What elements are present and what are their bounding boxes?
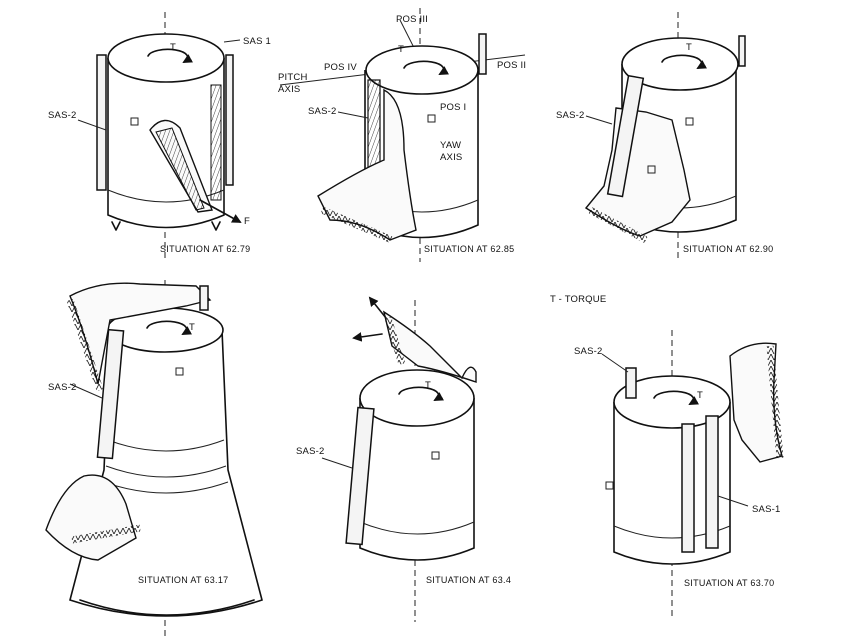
sas1-leader — [717, 495, 749, 507]
torque-arrow — [146, 320, 193, 335]
peeling-skin — [382, 310, 477, 383]
sas1-stub — [199, 285, 209, 311]
sas1-panel — [225, 54, 234, 186]
sas2-panel — [96, 54, 107, 191]
panel-1: SAS 1 SAS-2 T F SITUATION AT 62.79 — [48, 12, 271, 262]
band-line-1 — [107, 439, 225, 452]
caption: SITUATION AT 62.79 — [160, 244, 250, 254]
band-line-3 — [103, 481, 229, 494]
yaw-label-line2: AXIS — [440, 152, 462, 163]
force-arrow — [199, 199, 242, 223]
torn-edge — [766, 345, 784, 459]
caption: SITUATION AT 63.4 — [426, 575, 511, 585]
window-mark — [431, 451, 440, 460]
cylinder-top — [365, 45, 479, 95]
base-rim — [79, 599, 255, 616]
window-mark-2 — [647, 165, 656, 174]
cylinder-top — [621, 37, 739, 91]
sas1-panel-b — [705, 415, 719, 549]
panel-4: SAS-2 T SITUATION AT 63.17 — [45, 280, 263, 636]
sas2-leader — [69, 383, 103, 399]
peeled-panel-hatch — [155, 127, 205, 211]
pos4-label: POS IV — [324, 62, 357, 73]
pitch-label-line2: AXIS — [278, 84, 300, 95]
panel-5: SAS-2 T SITUATION AT 63.4 — [296, 296, 511, 622]
sas1-panel-a — [681, 423, 695, 553]
sas2-panel — [96, 328, 125, 460]
torn-edge-bottom — [71, 524, 141, 544]
window-mark — [685, 117, 694, 126]
torque-label: T — [686, 42, 692, 53]
window-mark — [605, 481, 614, 490]
sas1-leader — [223, 39, 241, 43]
sas2-stub — [625, 367, 637, 399]
torque-label: T — [189, 322, 195, 333]
torque-arrow — [147, 48, 194, 63]
panel-6: SAS-2 SAS-1 T SITUATION AT 63.70 — [574, 330, 784, 620]
peeling-skin-bottom — [45, 474, 137, 561]
sas2-label: SAS-2 — [296, 446, 324, 457]
window-mark — [427, 114, 436, 123]
pitch-label-line1: PITCH — [278, 72, 308, 83]
torque-legend: T - TORQUE — [550, 294, 606, 305]
sas2-label: SAS-2 — [308, 106, 336, 117]
sas2-label: SAS-2 — [48, 382, 76, 393]
torque-label: T — [170, 42, 176, 53]
sas1-stub — [738, 35, 746, 67]
torn-edge — [320, 206, 394, 244]
caption: SITUATION AT 62.85 — [424, 244, 514, 254]
skirt-line — [359, 521, 475, 535]
sas2-leader — [601, 353, 629, 373]
sas2-leader — [337, 111, 369, 119]
separation-arrow-2 — [352, 332, 383, 342]
torque-arrow — [653, 390, 700, 405]
window-mark — [130, 117, 139, 126]
pos2-label: POS II — [497, 60, 526, 71]
sas2-panel — [606, 74, 645, 198]
torn-edge-top — [66, 298, 104, 392]
cylinder-top — [107, 33, 225, 83]
panel-2: SAS-2 POS III POS II POS IV POS I PITCH … — [278, 8, 526, 262]
vehicle-cylinder — [359, 398, 475, 561]
sas2-label: SAS-2 — [556, 110, 584, 121]
torque-label: T — [697, 390, 703, 401]
caption: SITUATION AT 63.70 — [684, 578, 774, 588]
torn-edge — [384, 316, 406, 366]
torque-arrow — [661, 54, 708, 69]
yaw-label-line1: YAW — [440, 140, 461, 151]
sas2-leader — [321, 457, 353, 469]
vehicle-cylinder — [613, 402, 731, 565]
window-mark — [175, 367, 184, 376]
skirt-tabs — [111, 221, 221, 231]
band-line-2 — [105, 465, 227, 478]
caption: SITUATION AT 62.90 — [683, 244, 773, 254]
caption: SITUATION AT 63.17 — [138, 575, 228, 585]
sas2-label: SAS-2 — [48, 110, 76, 121]
cylinder-top — [359, 369, 475, 427]
torque-arrow — [403, 60, 450, 75]
sas2-leader — [585, 115, 613, 125]
sas2-leader — [77, 119, 107, 131]
separation-arrow-1 — [368, 296, 387, 319]
force-label: F — [244, 216, 250, 227]
torn-edge — [588, 206, 648, 244]
sas1-label: SAS 1 — [243, 36, 271, 47]
torque-label: T — [398, 44, 404, 55]
sas2-label: SAS-2 — [574, 346, 602, 357]
pos3-label: POS III — [396, 14, 428, 25]
sas1-label: SAS-1 — [752, 504, 780, 515]
cylinder-top — [613, 375, 731, 429]
pos1-label: POS I — [440, 102, 466, 113]
sas2-panel — [345, 406, 375, 546]
torque-arrow — [398, 386, 445, 401]
sas1-stub — [478, 33, 487, 75]
sas1-strip — [210, 84, 222, 201]
panel-3: SAS-2 T SITUATION AT 62.90 — [556, 12, 773, 262]
torque-label: T — [425, 380, 431, 391]
